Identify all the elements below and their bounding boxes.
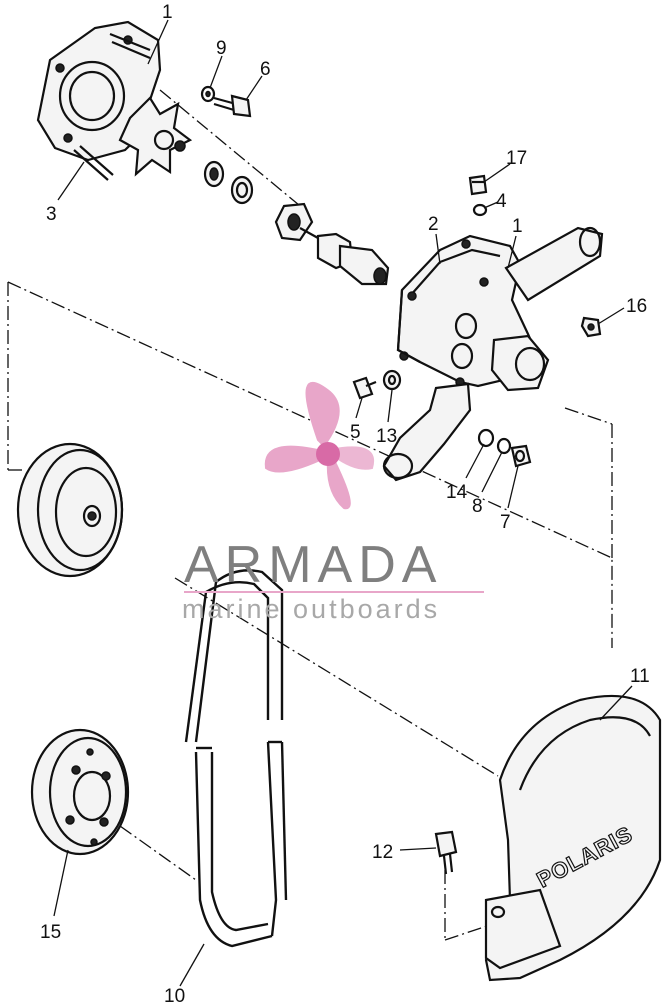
callout-16: 16: [626, 296, 647, 317]
callout-10: 10: [164, 986, 185, 1006]
callout-7: 7: [500, 512, 511, 533]
bearing: [274, 202, 314, 242]
pump-shaft: [299, 227, 390, 286]
callout-labels: 1 9 6 3 17 4 2 1 16 5 13 14 8 7 11 12 15…: [40, 2, 650, 1006]
bolt-part-6: [213, 94, 252, 118]
callout-5: 5: [350, 422, 361, 443]
seal: [203, 160, 225, 188]
pump-body-right: [382, 226, 604, 482]
callout-13: 13: [376, 426, 397, 447]
bolt-part-5: [352, 376, 377, 400]
callout-6: 6: [260, 59, 271, 80]
callout-14: 14: [446, 482, 468, 503]
drive-pulley-part-15: [30, 728, 130, 856]
assembly-lines: [7, 89, 613, 941]
callout-2: 2: [428, 214, 439, 235]
callout-9: 9: [216, 38, 227, 59]
washer-part-9: [200, 85, 216, 103]
callout-8: 8: [472, 496, 483, 517]
washer-part-13: [382, 369, 402, 391]
bolt-part-12: [434, 830, 458, 875]
plug-part-17: [468, 174, 488, 196]
washer-part-14: [477, 428, 495, 448]
callout-1-right: 1: [512, 216, 523, 237]
lock-washer-part-8: [496, 437, 512, 455]
pump-pulley: [16, 442, 124, 578]
callout-15: 15: [40, 922, 61, 943]
armada-logo-icon: [264, 381, 375, 510]
v-belt-part-10: [184, 569, 288, 948]
watermark-name: ARMADA: [184, 536, 442, 594]
watermark-tagline: marine outboards: [182, 594, 440, 624]
nut-part-7: [510, 444, 532, 468]
callout-17: 17: [506, 148, 527, 169]
belt-cover-part-11: [484, 694, 662, 982]
callout-1: 1: [162, 2, 173, 23]
callout-4: 4: [496, 191, 507, 212]
stud-part-3: [73, 145, 114, 181]
bearing-ring: [230, 175, 254, 205]
o-ring-part-4: [472, 203, 488, 217]
impeller: [118, 96, 193, 177]
callout-3: 3: [46, 204, 57, 225]
nut-part-16: [580, 316, 602, 338]
leader-lines: [53, 19, 633, 987]
callout-11: 11: [630, 666, 650, 687]
callout-12: 12: [372, 842, 393, 863]
armada-watermark: ARMADA marine outboards: [182, 381, 484, 624]
